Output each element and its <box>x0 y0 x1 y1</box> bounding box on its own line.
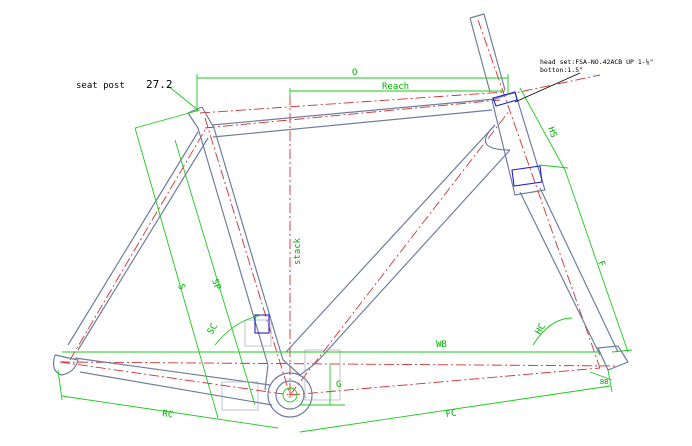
chainstay <box>74 357 273 406</box>
labels: seat post 27.2 head set:FSA-NO.42ACB UP … <box>76 57 654 420</box>
bb-junction <box>264 359 317 391</box>
seat-post-value: 27.2 <box>146 78 173 91</box>
dim-label-reach: Reach <box>382 82 409 92</box>
dim-label-SC: SC <box>206 322 220 336</box>
dim-S-ext <box>134 109 201 129</box>
centerline-top-tube <box>204 99 501 129</box>
dim-label-HS: HS <box>545 126 558 140</box>
dim-label-SP: SP <box>209 278 222 292</box>
dim-S-line <box>134 127 219 419</box>
dim-RC-line <box>61 395 279 429</box>
cable-port-seat <box>254 314 270 334</box>
dim-label-HC: HC <box>534 322 548 336</box>
seat-post <box>187 106 215 129</box>
dim-label-S: S <box>175 283 186 291</box>
head-tube-lug <box>484 124 511 151</box>
bb-box <box>304 349 341 401</box>
rear-dropout <box>52 354 79 376</box>
front-derailleur-mount <box>244 319 272 347</box>
bottom-bracket-bearing <box>275 380 305 410</box>
centerline-head-extension <box>504 74 601 96</box>
centerline-horizontal-top <box>199 91 506 114</box>
centerline-seat-tube <box>204 117 291 396</box>
bottom-bearing-note: botton:1.5" <box>540 66 583 74</box>
seat-tube <box>197 127 284 366</box>
dim-F-ext <box>611 349 633 353</box>
dim-label-BB: BB <box>600 378 608 386</box>
dimension-lines <box>57 72 633 433</box>
frame-outline <box>52 13 629 418</box>
dim-RC-ext-left <box>57 369 63 401</box>
centerline-down-tube <box>289 109 511 396</box>
bottom-bracket-shell <box>267 372 313 418</box>
dim-SP-line <box>174 139 256 406</box>
dim-label-FC: FC <box>445 409 457 420</box>
dim-label-stack: stack <box>293 237 303 265</box>
bottom-bracket-spindle <box>282 387 298 403</box>
head-set-leader <box>514 72 581 103</box>
seat-post-leader <box>167 85 199 111</box>
centerline-seatstay <box>69 129 206 361</box>
top-tube <box>211 98 496 138</box>
centerline-chainstay <box>59 361 291 396</box>
headset-lower-cup <box>511 165 543 187</box>
steerer <box>469 13 506 93</box>
centerline-axle-line <box>59 361 616 367</box>
seatstay <box>67 131 209 351</box>
frame-centerlines <box>59 19 616 400</box>
chainstay-box <box>221 381 259 411</box>
dim-FC-ext-right <box>607 369 613 393</box>
dim-label-O: O <box>352 68 357 78</box>
dim-BB-line <box>589 371 613 381</box>
dim-label-F: F <box>595 260 606 269</box>
head-tube <box>491 91 546 196</box>
down-tube <box>285 124 511 364</box>
fork-dropout <box>597 345 629 371</box>
dim-label-RC: RC <box>162 409 174 420</box>
dim-HC-arc <box>532 317 573 346</box>
fork-blade <box>519 187 619 356</box>
head-set-note: head set:FSA-NO.42ACB UP 1-⅛" <box>540 57 654 66</box>
dim-FC-line <box>299 385 611 433</box>
dim-F-line <box>564 169 629 353</box>
seat-post-label: seat post <box>76 81 125 91</box>
dim-label-WB: WB <box>436 340 447 350</box>
dim-HS-line <box>519 87 566 171</box>
centerline-front-center <box>289 367 601 396</box>
dim-HS-ext <box>539 164 569 169</box>
dim-label-G: G <box>336 380 341 390</box>
dim-SC-arc <box>214 314 263 346</box>
